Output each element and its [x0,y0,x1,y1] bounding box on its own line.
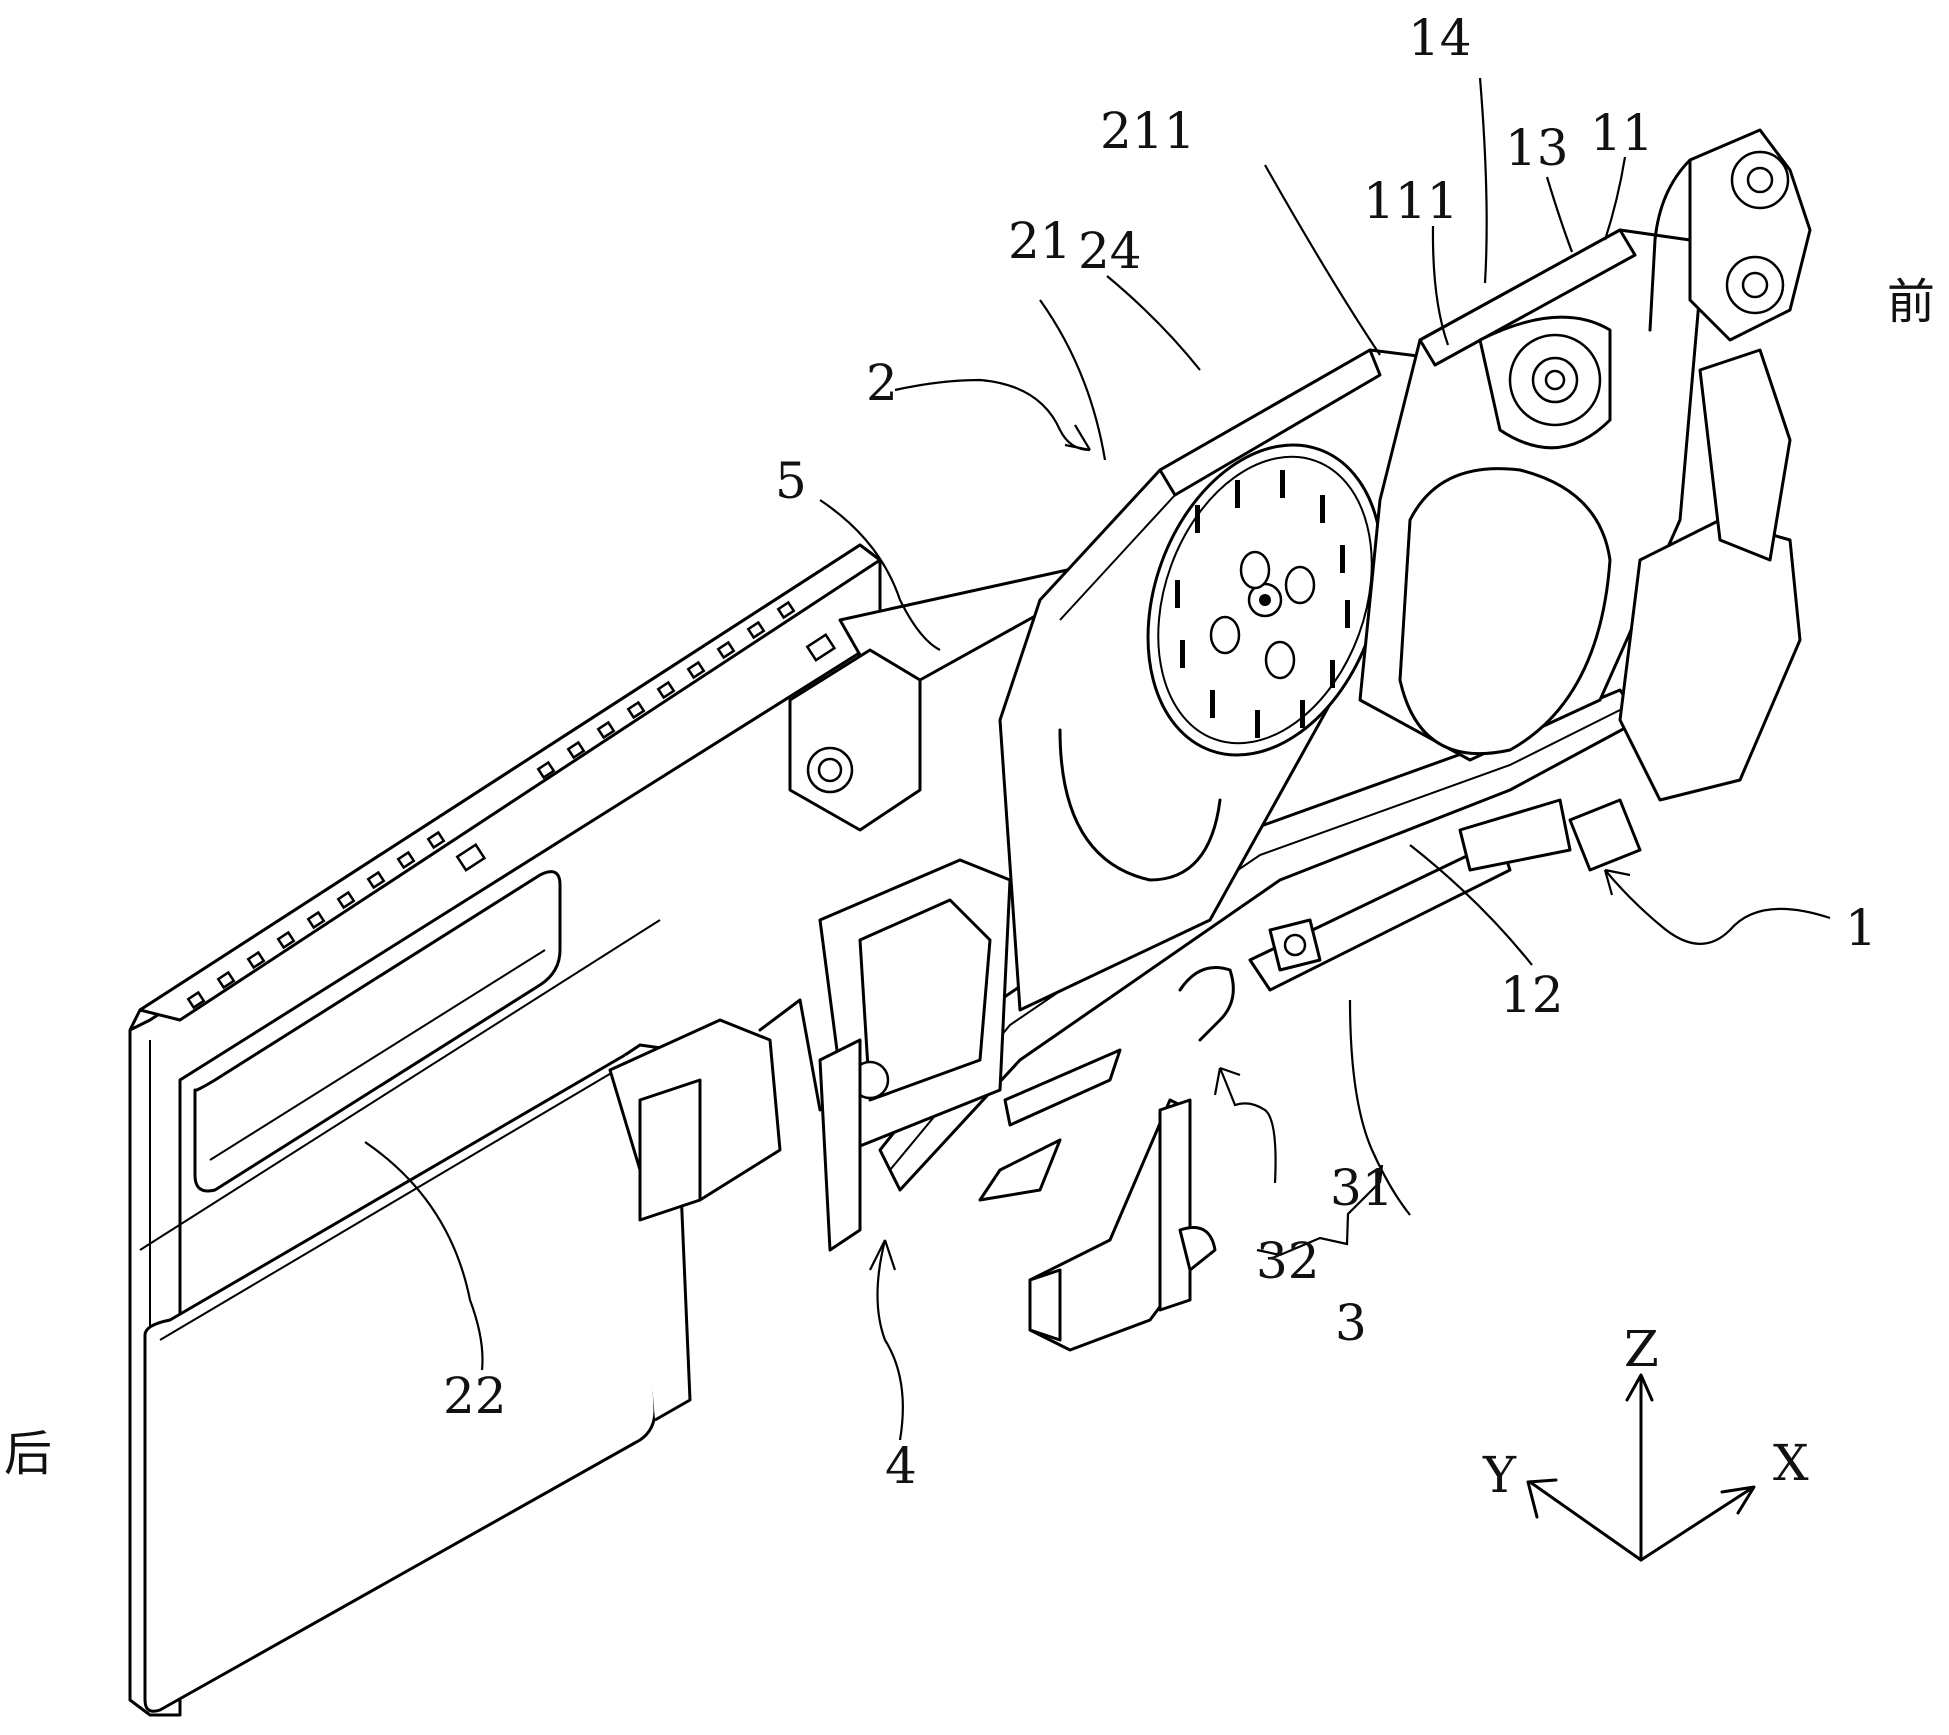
carrier-plate-21 [998,348,1472,1012]
label-211: 211 [1100,102,1195,160]
label-24: 24 [1078,222,1142,280]
label-11: 11 [1590,104,1654,162]
label-21: 21 [1008,212,1072,270]
label-2: 2 [866,354,898,412]
axis-label-z: Z [1624,1320,1659,1378]
label-13: 13 [1505,119,1569,177]
label-32: 32 [1256,1232,1320,1290]
label-3: 3 [1335,1294,1367,1352]
rear-handle-plate [128,543,1102,1717]
label-1: 1 [1845,899,1877,957]
mid-mechanism-4 [608,858,1012,1252]
keyhole-slots [1175,470,1350,738]
x-axis-arrow [1639,1486,1754,1562]
axis-label-y: Y [1482,1446,1517,1504]
reference-labels: 14 211 111 13 11 21 24 2 5 22 4 1 12 31 … [443,9,1877,1495]
label-4: 4 [885,1437,917,1495]
leader-lines [364,77,1831,1441]
latch-mechanism-3 [978,918,1322,1352]
square-hole-row [186,600,837,1010]
label-12: 12 [1500,966,1564,1024]
label-31: 31 [1330,1159,1394,1217]
front-module-11 [1358,128,1812,872]
y-axis-arrow [1528,1480,1643,1562]
label-111: 111 [1363,172,1458,230]
label-5: 5 [775,452,807,510]
label-22: 22 [443,1367,507,1425]
axis-indicator: Z Y X [1482,1320,1809,1562]
direction-label-front: 前 [1887,274,1935,330]
axis-label-x: X [1773,1434,1809,1492]
label-14: 14 [1408,9,1472,67]
direction-label-rear: 后 [4,1426,52,1482]
